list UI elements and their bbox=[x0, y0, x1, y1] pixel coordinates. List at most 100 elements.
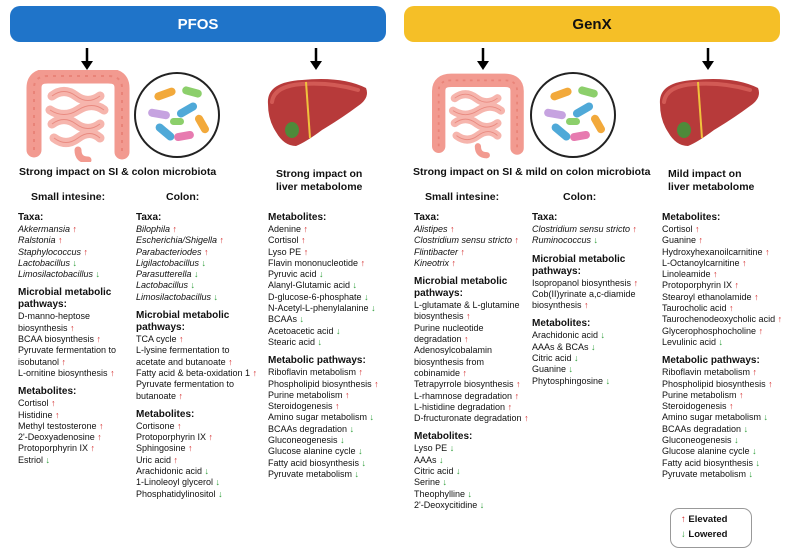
list-item: Purine nucleotide bbox=[414, 323, 532, 334]
list-item: Adenine ↑ bbox=[268, 224, 404, 235]
item-text: L-rhamnose degradation bbox=[414, 390, 513, 401]
item-text: Glycerophosphocholine bbox=[662, 325, 757, 336]
item-text: Riboflavin metabolism bbox=[268, 367, 357, 378]
down-arrow-icon: ↓ bbox=[337, 435, 345, 446]
section-label: Microbial metabolic bbox=[136, 310, 230, 322]
down-arrow-icon: ↓ bbox=[749, 446, 757, 457]
list-item: 2'-Deoxycitidine ↓ bbox=[414, 500, 532, 511]
down-arrow-icon: ↓ bbox=[315, 336, 323, 347]
item-text: Clostridium sensu stricto bbox=[532, 224, 631, 234]
item-text: Pyruvate metabolism bbox=[268, 468, 353, 479]
item-text: Riboflavin metabolism bbox=[662, 367, 751, 378]
item-text: Acetoacetic acid bbox=[268, 325, 334, 336]
item-text: Levulinic acid bbox=[662, 336, 717, 347]
item-text: D-fructuronate degradation bbox=[414, 413, 522, 424]
item-text: Flavin mononucleotide bbox=[268, 257, 359, 268]
section-gap bbox=[532, 311, 662, 318]
item-text: Phospholipid biosynthesis bbox=[662, 378, 766, 389]
up-arrow-icon: ↑ bbox=[739, 257, 747, 268]
list-item: Phytosphingosine ↓ bbox=[532, 376, 662, 387]
down-arrow-icon: ↓ bbox=[571, 353, 579, 364]
up-arrow-icon: ↑ bbox=[751, 291, 759, 302]
up-arrow-icon: ↑ bbox=[96, 420, 104, 431]
up-arrow-icon: ↑ bbox=[460, 367, 468, 378]
up-arrow-icon: ↑ bbox=[732, 280, 740, 291]
section-label: pathways: bbox=[414, 288, 463, 300]
list-item: Histidine ↑ bbox=[18, 410, 136, 421]
up-arrow-icon: ↑ bbox=[447, 224, 455, 234]
list-item: BCAA biosynthesis ↑ bbox=[18, 334, 136, 345]
item-text: BCAAs degradation bbox=[662, 423, 742, 434]
up-arrow-icon: ↑ bbox=[171, 454, 179, 465]
item-text: Lactobacillus bbox=[18, 257, 71, 268]
item-text: degradation bbox=[414, 334, 462, 345]
section-label: Metabolic pathways: bbox=[662, 355, 760, 367]
down-arrow-icon: ↓ bbox=[477, 499, 485, 510]
item-text: BCAA biosynthesis bbox=[18, 334, 95, 345]
list-item: Limosilactobacillus ↓ bbox=[136, 292, 268, 303]
microbiota-icon bbox=[530, 72, 616, 158]
legend-elevated: ↑ Elevated bbox=[681, 514, 728, 525]
list-item: Cob(II)yrinate a,c-diamide bbox=[532, 289, 662, 300]
list-item: Kineotrix ↑ bbox=[414, 258, 532, 269]
item-text: Pyruvic acid bbox=[268, 269, 317, 280]
item-text: Tetrapyrrole biosynthesis bbox=[414, 379, 514, 390]
item-text: Purine nucleotide bbox=[414, 322, 484, 333]
down-arrow-icon: ↓ bbox=[440, 477, 448, 488]
section-gap bbox=[136, 303, 268, 310]
list-item: L-ornitine biosynthesis ↑ bbox=[18, 368, 136, 379]
pfos-si-column: Taxa:Akkermansia ↑Ralstonia ↑Staphylococ… bbox=[18, 212, 136, 466]
item-text: Guanine bbox=[662, 235, 697, 246]
item-text: BCAAs degradation bbox=[268, 423, 348, 434]
item-text: N-Acetyl-L-phenylalanine bbox=[268, 303, 369, 314]
section-label: Taxa: bbox=[532, 212, 558, 223]
list-item: Flavin mononucleotide ↑ bbox=[268, 258, 404, 269]
list-item: Clostridium sensu stricto ↑ bbox=[532, 224, 662, 235]
list-item: Amino sugar metabolism ↓ bbox=[268, 412, 404, 423]
list-item: Stearoyl ethanolamide ↑ bbox=[662, 292, 788, 303]
list-item: Theophylline ↓ bbox=[414, 489, 532, 500]
list-item: biosynthesis ↑ bbox=[532, 300, 662, 311]
item-text: TCA cycle bbox=[136, 334, 177, 345]
up-arrow-icon: ↑ bbox=[176, 390, 184, 401]
item-text: Stearoyl ethanolamide bbox=[662, 291, 752, 302]
item-text: Lyso PE bbox=[414, 443, 448, 454]
item-text: L-lysine fermentation to bbox=[136, 345, 230, 356]
up-arrow-icon: ↑ bbox=[458, 246, 466, 257]
up-arrow-icon: ↑ bbox=[765, 378, 773, 389]
up-arrow-icon: ↑ bbox=[726, 303, 734, 314]
list-item: BCAAs degradation ↓ bbox=[662, 424, 788, 435]
item-text: Cortisol bbox=[18, 398, 49, 409]
item-text: Histidine bbox=[18, 409, 53, 420]
list-item: biosynthesis ↑ bbox=[18, 323, 136, 334]
list-item: acetate and butanoate ↑ bbox=[136, 357, 268, 368]
section-label: pathways: bbox=[18, 299, 67, 311]
up-arrow-icon: ↑ bbox=[736, 389, 744, 400]
section-gap bbox=[662, 348, 788, 355]
list-item: Ruminococcus ↓ bbox=[532, 235, 662, 246]
down-arrow-icon bbox=[310, 48, 322, 70]
item-text: Limosilactobacillus bbox=[18, 269, 94, 280]
item-text: Ligilactobacillus bbox=[136, 257, 200, 268]
item-text: Pyruvate fermentation to bbox=[18, 345, 117, 356]
list-item: Guanine ↑ bbox=[662, 235, 788, 246]
list-item: butanoate ↑ bbox=[136, 391, 268, 402]
section-label: Taxa: bbox=[136, 212, 162, 223]
item-text: Lyso PE bbox=[268, 246, 302, 257]
pfos-title: PFOS bbox=[177, 15, 219, 33]
item-text: Gluconeogenesis bbox=[268, 435, 338, 446]
list-item: AAAs ↓ bbox=[414, 455, 532, 466]
down-arrow-icon: ↓ bbox=[199, 257, 207, 268]
list-item: Tetrapyrrole biosynthesis ↑ bbox=[414, 379, 532, 390]
up-arrow-icon: ↑ bbox=[521, 413, 529, 424]
down-arrow-icon: ↓ bbox=[188, 280, 196, 291]
list-item: D-fructuronate degradation ↑ bbox=[414, 413, 532, 424]
genx-liver-column: Metabolites:Cortisol ↑Guanine ↑Hydroxyhe… bbox=[662, 212, 788, 480]
list-item: Phospholipid biosynthesis ↑ bbox=[268, 379, 404, 390]
up-arrow-icon: ↑ bbox=[94, 432, 102, 443]
item-text: Pyruvate fermentation to bbox=[136, 379, 235, 390]
up-arrow-icon: ↑ bbox=[174, 420, 182, 431]
section-gap bbox=[18, 280, 136, 287]
list-item: Cortisone ↑ bbox=[136, 421, 268, 432]
item-text: Gluconeogenesis bbox=[662, 435, 732, 446]
